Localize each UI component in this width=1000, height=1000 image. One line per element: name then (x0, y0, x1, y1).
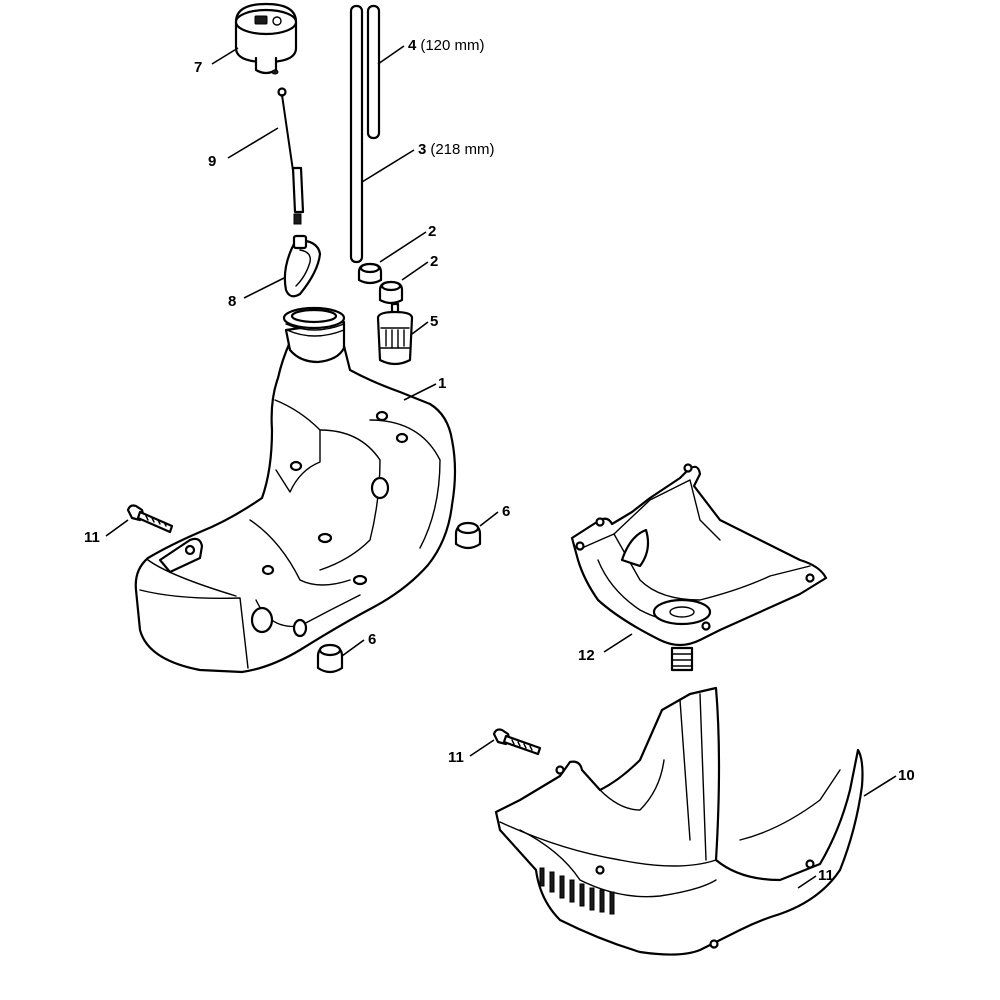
screw-guard-upper (492, 728, 542, 756)
leader-4 (377, 45, 405, 65)
leader-8 (243, 277, 285, 299)
leader-lines (105, 45, 897, 889)
pickup-body-filter (376, 302, 414, 366)
leader-11a (105, 519, 129, 537)
leader-6b (341, 639, 365, 657)
cap-retainer-loop (283, 234, 322, 298)
leader-1 (403, 383, 437, 401)
leader-2b (401, 261, 429, 281)
leader-11c (797, 875, 817, 889)
callout-11c: 11 (818, 867, 834, 884)
callout-7: 7 (194, 59, 202, 76)
callout-2a: 2 (428, 223, 436, 240)
callout-8: 8 (228, 293, 236, 310)
cap-retainer-wire (277, 87, 305, 225)
callout-10: 10 (898, 767, 915, 784)
hose-grommet-lower (378, 280, 404, 305)
callout-3: 3(218 mm) (418, 141, 495, 158)
leader-12 (603, 633, 633, 653)
leader-10 (863, 775, 897, 797)
leader-7 (211, 47, 239, 65)
callout-6b: 6 (368, 631, 376, 648)
hose-grommet-upper (357, 262, 383, 285)
fuel-hose-218mm (349, 4, 364, 264)
fuel-cap (234, 2, 298, 75)
leader-5 (411, 321, 429, 335)
tank-bracket (570, 463, 828, 672)
leader-6a (479, 511, 499, 527)
tank-guard-housing (494, 686, 864, 956)
callout-1: 1 (438, 375, 446, 392)
fuel-tank (134, 306, 457, 674)
screw-tank (126, 504, 174, 534)
callout-2b: 2 (430, 253, 438, 270)
callout-11a: 11 (84, 529, 100, 546)
fuel-hose-120mm (366, 4, 381, 140)
callout-labels: 7 9 8 4(120 mm) 3(218 mm) 2 2 5 1 6 6 11… (84, 37, 915, 884)
leader-11b (469, 739, 495, 757)
leader-3 (361, 149, 415, 183)
rubber-mount-upper (454, 521, 482, 550)
callout-4: 4(120 mm) (408, 37, 485, 54)
leader-9 (227, 127, 279, 159)
leader-2a (379, 231, 427, 263)
callout-11b: 11 (448, 749, 464, 766)
callout-6a: 6 (502, 503, 510, 520)
callout-9: 9 (208, 153, 216, 170)
callout-12: 12 (578, 647, 595, 664)
vent-slots (539, 867, 615, 915)
rubber-mount-lower (316, 643, 344, 674)
callout-5: 5 (430, 313, 438, 330)
